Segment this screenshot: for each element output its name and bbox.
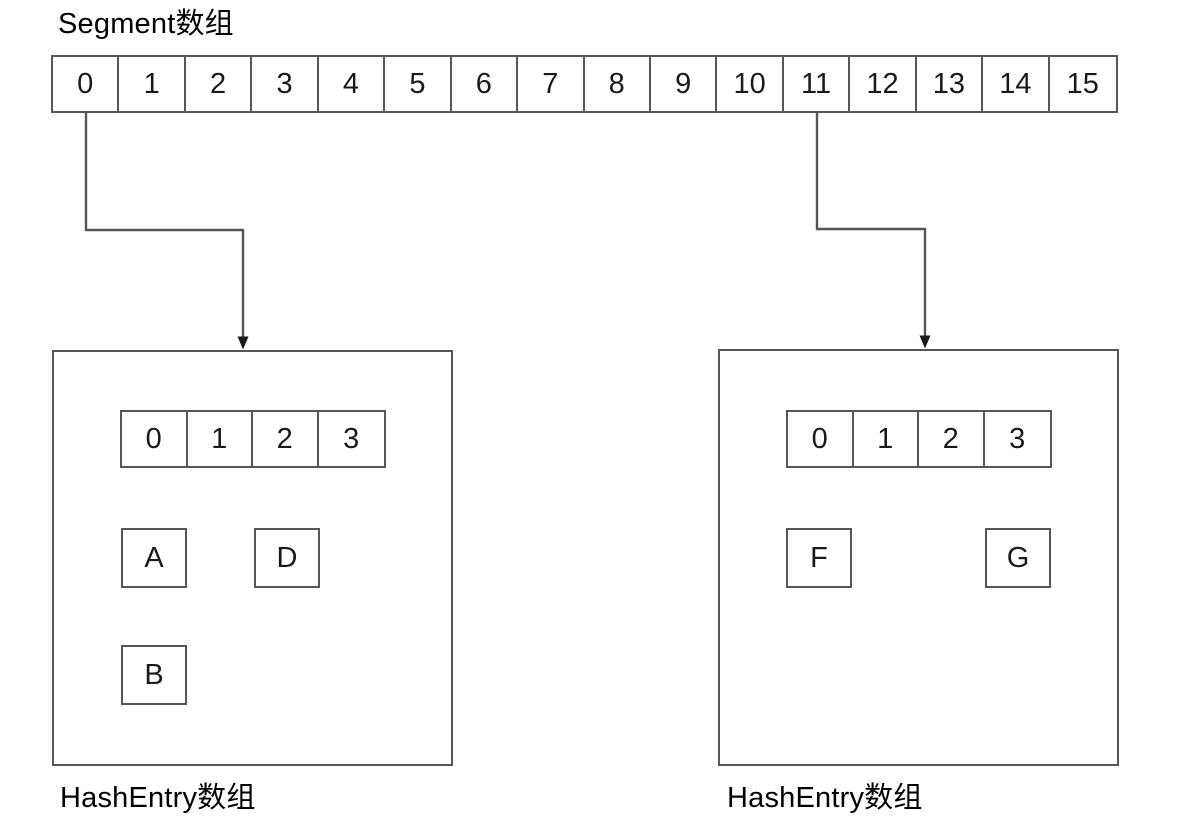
hashentry-right-bucket-1[interactable]: 1 (853, 412, 919, 466)
hashentry-right-bucket-0[interactable]: 0 (788, 412, 854, 466)
segment-array-caption: Segment数组 (58, 8, 234, 40)
segment-cell-15[interactable]: 15 (1049, 57, 1116, 111)
entry-node-f[interactable]: F (786, 528, 852, 588)
segment-cell-3[interactable]: 3 (252, 57, 319, 111)
segment-cell-2[interactable]: 2 (185, 57, 253, 111)
hashentry-caption-left: HashEntry数组 (60, 782, 256, 814)
segment-cell-8[interactable]: 8 (584, 57, 651, 111)
connector-segment11-to-right-entry (815, 113, 931, 349)
entry-node-d[interactable]: D (254, 528, 320, 588)
segment-cell-14[interactable]: 14 (983, 57, 1050, 111)
segment-cell-13[interactable]: 13 (916, 57, 984, 111)
hashentry-left-bucket-3[interactable]: 3 (318, 412, 384, 466)
segment-array: 0 1 2 3 4 5 6 7 8 9 10 11 12 13 14 15 (51, 55, 1118, 113)
hashentry-left-bucket-2[interactable]: 2 (253, 412, 319, 466)
segment-cell-12[interactable]: 12 (850, 57, 917, 111)
hashentry-right-bucket-3[interactable]: 3 (984, 412, 1050, 466)
segment-cell-5[interactable]: 5 (385, 57, 452, 111)
segment-cell-4[interactable]: 4 (318, 57, 386, 111)
hashentry-bucket-array-left: 0 1 2 3 (120, 410, 386, 468)
segment-cell-0[interactable]: 0 (53, 57, 120, 111)
hashentry-left-bucket-1[interactable]: 1 (187, 412, 253, 466)
segment-cell-10[interactable]: 10 (717, 57, 784, 111)
segment-cell-9[interactable]: 9 (650, 57, 718, 111)
hashentry-left-bucket-0[interactable]: 0 (122, 412, 188, 466)
entry-node-b[interactable]: B (121, 645, 187, 705)
hashentry-caption-right: HashEntry数组 (727, 782, 923, 814)
segment-cell-6[interactable]: 6 (451, 57, 519, 111)
hashentry-bucket-array-right: 0 1 2 3 (786, 410, 1052, 468)
entry-node-a[interactable]: A (121, 528, 187, 588)
hashentry-right-bucket-2[interactable]: 2 (919, 412, 985, 466)
segment-cell-11[interactable]: 11 (783, 57, 851, 111)
entry-node-g[interactable]: G (985, 528, 1051, 588)
segment-cell-7[interactable]: 7 (518, 57, 585, 111)
connector-segment0-to-left-entry (84, 113, 249, 350)
segment-cell-1[interactable]: 1 (119, 57, 186, 111)
